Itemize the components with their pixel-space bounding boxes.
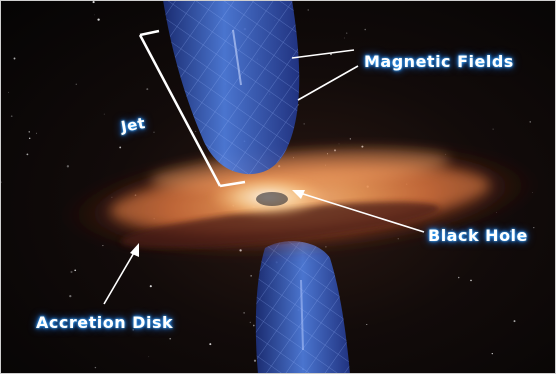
star [491, 352, 493, 355]
star [70, 270, 73, 274]
star [74, 269, 77, 272]
accretion-disk [60, 142, 540, 258]
star [149, 285, 152, 288]
star [153, 131, 155, 133]
star [28, 137, 31, 140]
star [346, 32, 348, 34]
black-hole-arrow [292, 190, 425, 233]
star [92, 1, 95, 4]
star [509, 230, 512, 233]
black-hole [256, 192, 288, 206]
star [13, 57, 16, 60]
star [533, 227, 535, 229]
star [249, 321, 251, 324]
star [253, 359, 257, 362]
star [297, 104, 300, 106]
star [26, 153, 29, 156]
jet-bracket-line [138, 29, 246, 188]
upper-jet [163, 0, 300, 175]
star [470, 279, 472, 282]
star [438, 51, 440, 53]
star [43, 328, 45, 330]
star [146, 88, 149, 91]
magnetic-fields-pointer-1 [291, 49, 355, 59]
star [97, 18, 100, 21]
star [102, 245, 104, 247]
star [250, 275, 252, 277]
magnetic-fields-pointer-2 [297, 65, 359, 101]
star [119, 146, 122, 149]
star [35, 132, 38, 134]
star [364, 28, 366, 31]
star [0, 181, 2, 183]
magnetic-fields-label: Magnetic Fields [364, 52, 514, 71]
star [169, 337, 172, 340]
star [148, 356, 150, 358]
star [307, 9, 309, 11]
star [66, 165, 70, 168]
star [252, 324, 255, 327]
star [195, 130, 197, 132]
star [75, 83, 78, 86]
star [243, 312, 245, 314]
star [28, 131, 30, 133]
star [103, 113, 105, 115]
star [457, 276, 460, 279]
accretion-disk-arrow [103, 243, 139, 305]
star [330, 53, 332, 56]
black-hole-label: Black Hole [428, 226, 528, 245]
star [529, 121, 531, 123]
star [492, 128, 494, 130]
star [209, 343, 212, 346]
star [7, 91, 9, 93]
star [460, 66, 462, 69]
star [94, 14, 95, 16]
star [343, 37, 345, 39]
accretion-disk-label: Accretion Disk [36, 313, 174, 332]
star [132, 329, 134, 331]
star [303, 123, 305, 125]
star [366, 323, 368, 326]
star [10, 115, 13, 118]
star [513, 320, 516, 323]
star [365, 57, 367, 60]
star [94, 366, 97, 369]
star [372, 59, 375, 61]
star [69, 294, 72, 298]
star [349, 138, 351, 140]
